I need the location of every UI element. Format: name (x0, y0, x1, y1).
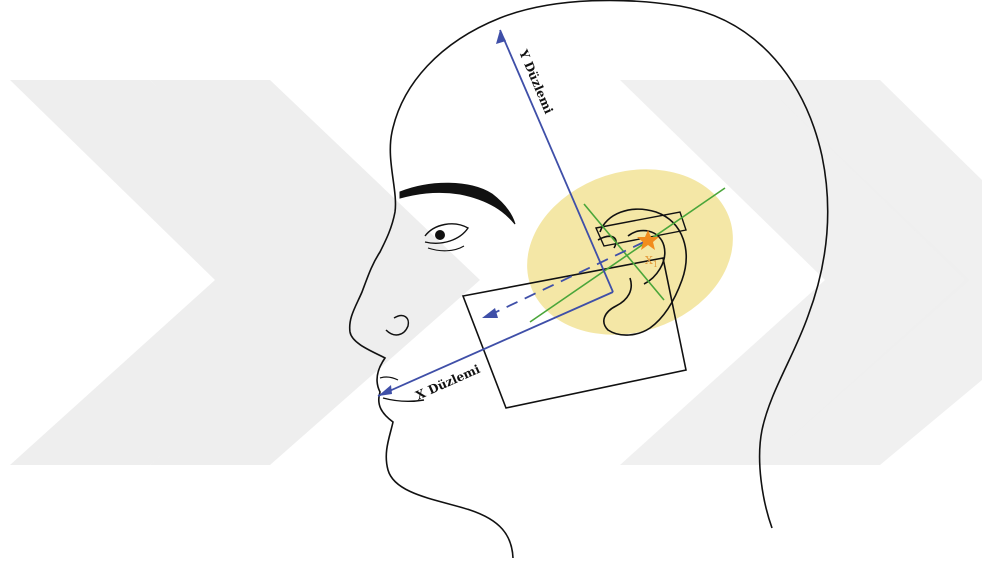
watermark-chevrons (10, 80, 982, 465)
lip-line (380, 377, 398, 380)
eyebrow (400, 183, 515, 224)
joint-highlight-ellipse (505, 143, 754, 360)
x-plane-label: X Düzlemi (414, 362, 483, 403)
projection-arrowhead (482, 308, 498, 318)
